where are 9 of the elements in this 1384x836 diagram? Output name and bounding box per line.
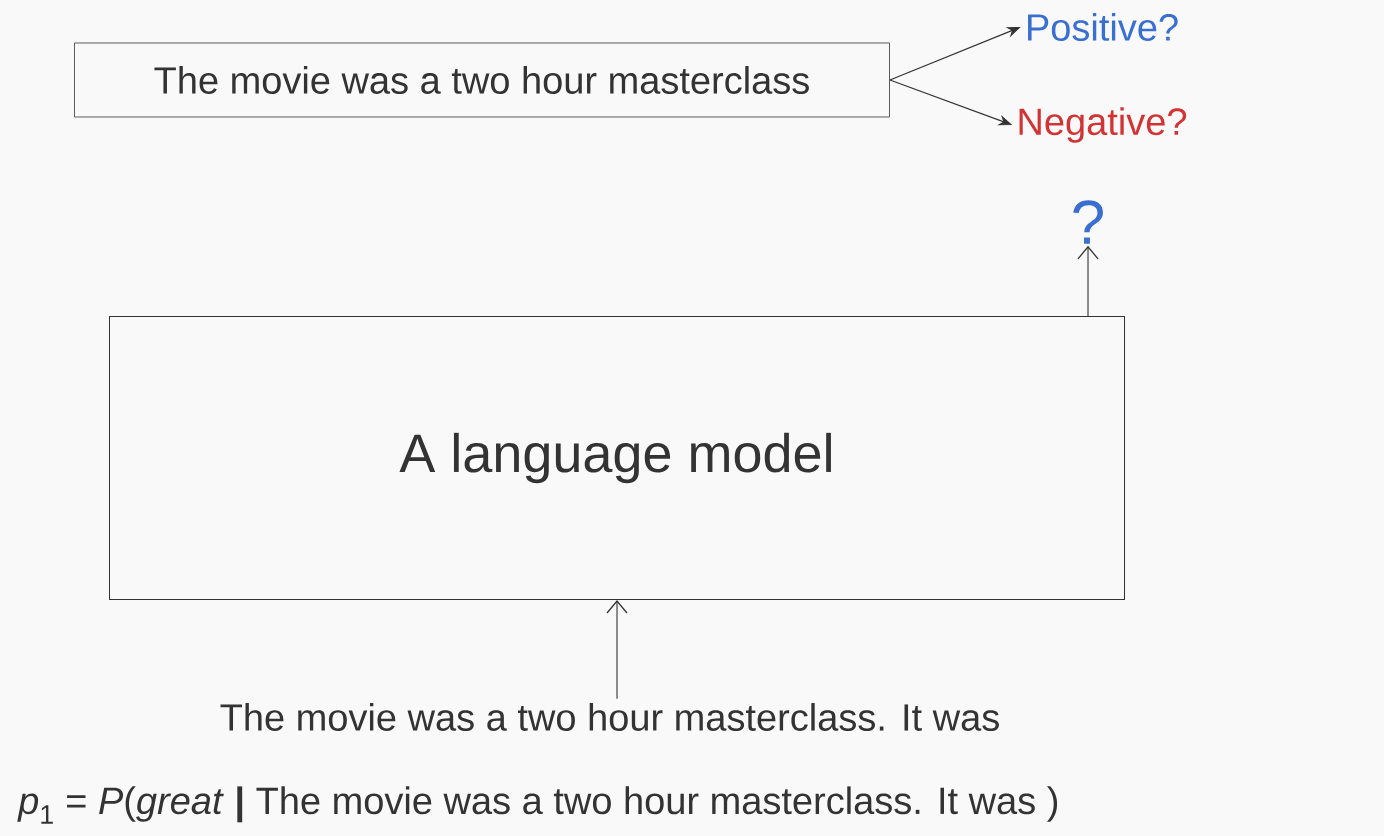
- arrow: [606, 600, 628, 700]
- model-box: A language model: [109, 316, 1125, 600]
- input-text: The movie was a two hour masterclass. It was: [220, 703, 999, 731]
- question-mark: ?: [1073, 200, 1103, 244]
- sentence-box: The movie was a two hour masterclass: [74, 42, 890, 118]
- probability-formula: p$_{1}$ = P(great | The movie was a two hour masterclass. It was ): [17, 786, 1058, 824]
- arrow: [1077, 245, 1099, 317]
- output-label: Negative?: [1019, 107, 1187, 143]
- output-label: Positive?: [1028, 13, 1178, 41]
